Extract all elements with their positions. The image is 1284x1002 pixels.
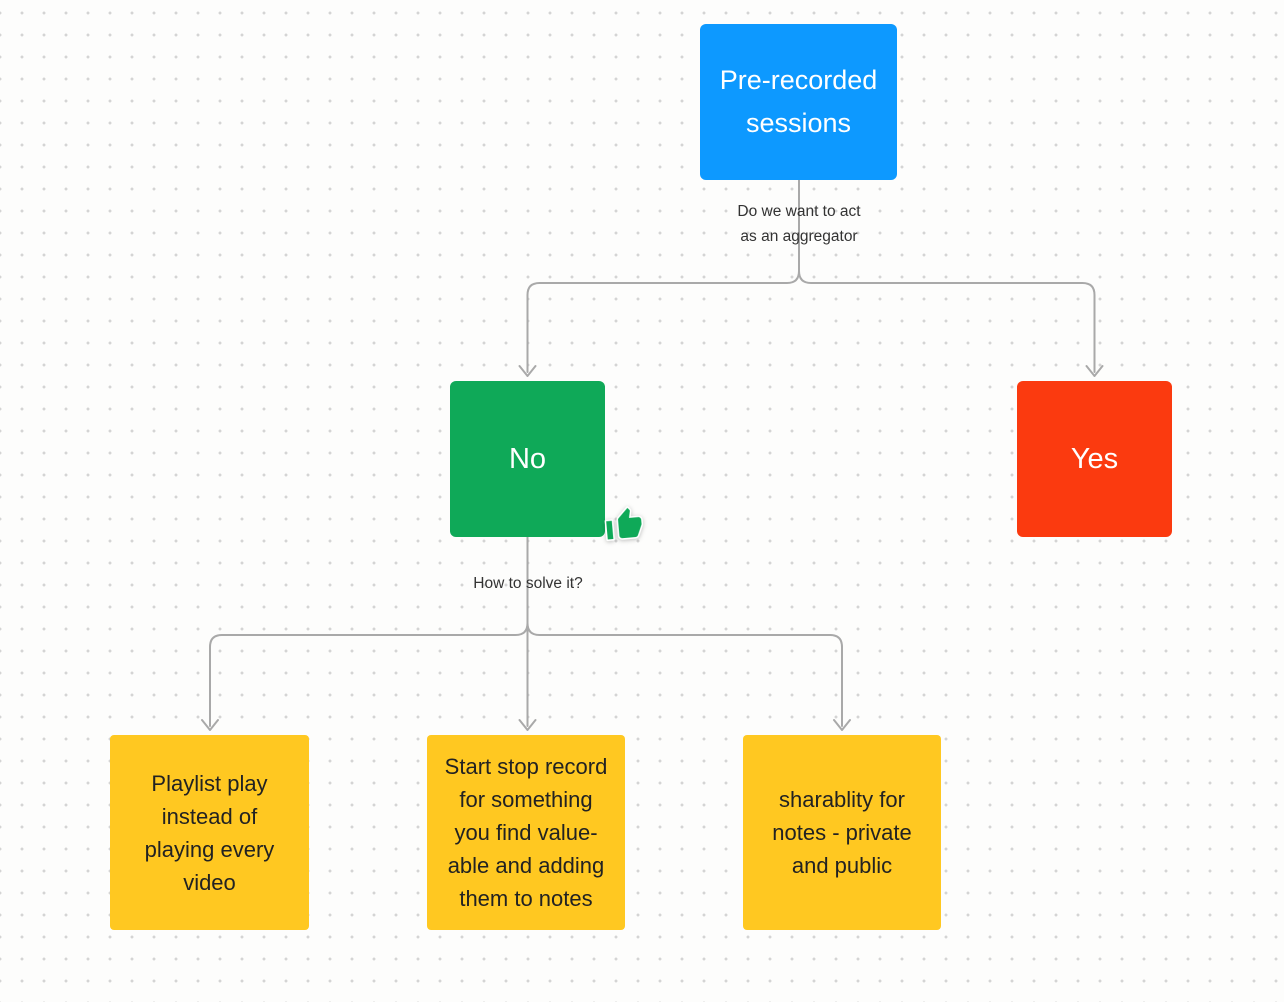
edge-label-aggregator[interactable]: Do we want to act as an aggregator xyxy=(737,203,861,245)
edge-root-to-yes xyxy=(798,270,1104,377)
edge-no-to-share xyxy=(526,622,851,731)
node-start-stop-record[interactable]: Start stop record for something you find… xyxy=(427,735,625,930)
node-yes-label: Yes xyxy=(1070,443,1119,475)
node-playlist-play-label: Playlist play instead of playing every v… xyxy=(144,770,275,895)
node-sharability-notes-label: sharablity for notes - private and publi… xyxy=(772,787,912,878)
node-no-label: No xyxy=(508,443,547,475)
node-yes[interactable]: Yes xyxy=(1017,381,1172,537)
node-start-stop-record-label: Start stop record for something you find… xyxy=(444,754,608,911)
node-sharability-notes[interactable]: sharablity for notes - private and publi… xyxy=(743,735,941,930)
node-playlist-play[interactable]: Playlist play instead of playing every v… xyxy=(110,735,309,930)
node-pre-recorded-sessions-label: Pre-recorded sessions xyxy=(719,65,878,138)
thumbs-up-icon xyxy=(604,506,644,542)
edge-no-to-playlist xyxy=(201,536,529,731)
node-pre-recorded-sessions[interactable]: Pre-recorded sessions xyxy=(700,24,897,180)
edge-no-to-record xyxy=(518,536,537,731)
thumbs-up-stamp[interactable] xyxy=(601,501,647,547)
edge-label-how-to-solve[interactable]: How to solve it? xyxy=(473,575,583,592)
node-no[interactable]: No xyxy=(450,381,605,537)
